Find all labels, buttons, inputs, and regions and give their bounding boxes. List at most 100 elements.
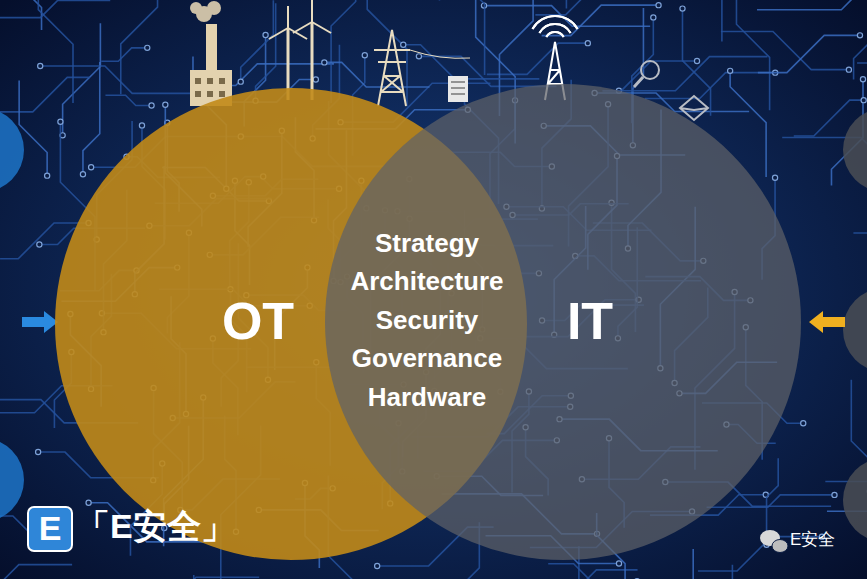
circuit-pad bbox=[149, 103, 154, 108]
circuit-pad bbox=[163, 102, 168, 107]
inbound-arrow bbox=[22, 311, 58, 333]
circuit-trace bbox=[121, 0, 158, 94]
circuit-pad bbox=[313, 77, 318, 82]
circuit-pad bbox=[616, 561, 621, 566]
circle-fill bbox=[325, 84, 801, 560]
circuit-pad bbox=[728, 68, 733, 73]
circuit-pad bbox=[37, 242, 42, 247]
turbine-blade bbox=[287, 6, 289, 28]
circuit-pad bbox=[362, 53, 367, 58]
circuit-pad bbox=[694, 58, 699, 63]
turbine-blade bbox=[312, 22, 331, 33]
circuit-pad bbox=[89, 165, 94, 170]
magnifier-icon bbox=[641, 61, 659, 79]
circuit-pad bbox=[375, 563, 380, 568]
watermark-text: E安全 bbox=[790, 531, 835, 550]
circuit-pad bbox=[80, 172, 85, 177]
circuit-trace bbox=[515, 570, 637, 579]
wechat-icon bbox=[772, 540, 788, 553]
circuit-trace bbox=[602, 61, 697, 91]
circuit-pad bbox=[45, 173, 50, 178]
overlap-region: StrategyArchitectureSecurityGovernanceHa… bbox=[342, 224, 511, 417]
circuit-trace bbox=[484, 6, 650, 27]
side-disc bbox=[843, 458, 867, 542]
circuit-trace bbox=[757, 0, 867, 10]
circuit-trace bbox=[147, 577, 259, 579]
circuit-pad bbox=[857, 33, 862, 38]
envelope-icon bbox=[680, 96, 708, 120]
inbound-arrow bbox=[809, 311, 845, 333]
circuit-trace bbox=[419, 56, 557, 86]
signal-wave bbox=[546, 32, 563, 37]
window-icon bbox=[207, 78, 213, 84]
circuit-pad bbox=[651, 15, 656, 20]
circuit-trace bbox=[857, 63, 867, 74]
magnifier-handle bbox=[634, 77, 643, 87]
circuit-trace bbox=[40, 66, 215, 93]
side-disc bbox=[843, 108, 867, 192]
pylon-icon bbox=[374, 30, 410, 106]
window-icon bbox=[195, 78, 201, 84]
turbine-blade bbox=[293, 22, 312, 33]
circuit-trace bbox=[717, 565, 732, 579]
side-disc bbox=[0, 438, 24, 522]
turbine-blade bbox=[311, 0, 313, 22]
window-icon bbox=[219, 78, 225, 84]
circuit-trace bbox=[0, 77, 90, 111]
circuit-trace bbox=[324, 62, 429, 87]
circuit-pad bbox=[38, 63, 43, 68]
circuit-trace bbox=[535, 0, 663, 15]
circle-label: IT bbox=[567, 293, 613, 350]
circuit-trace bbox=[548, 564, 637, 579]
circuit-trace bbox=[721, 31, 849, 69]
circuit-trace bbox=[736, 0, 769, 110]
circuit-pad bbox=[680, 6, 685, 11]
wire-icon bbox=[410, 50, 470, 58]
circuit-pad bbox=[656, 3, 661, 8]
circuit-trace bbox=[758, 35, 860, 72]
signal-wave bbox=[532, 16, 577, 29]
circuit-pad bbox=[416, 54, 421, 59]
circuit-pad bbox=[238, 79, 243, 84]
circuit-pad bbox=[322, 60, 327, 65]
circuit-trace bbox=[101, 48, 147, 61]
circuit-trace bbox=[0, 565, 72, 579]
smoke-icon bbox=[190, 2, 202, 14]
overlap-item: Strategy bbox=[342, 224, 511, 263]
window-icon bbox=[195, 91, 201, 97]
overlap-item: Governance bbox=[342, 339, 511, 378]
overlap-item: Hardware bbox=[342, 378, 511, 417]
circuit-trace bbox=[241, 0, 274, 82]
circuit-pad bbox=[263, 32, 268, 37]
document-line bbox=[451, 93, 465, 95]
circuit-trace bbox=[686, 0, 722, 41]
document-line bbox=[451, 81, 465, 83]
circuit-pad bbox=[58, 119, 63, 124]
circuit-trace bbox=[331, 0, 356, 103]
circuit-pad bbox=[846, 67, 851, 72]
circuit-pad bbox=[772, 175, 777, 180]
circuit-trace bbox=[854, 0, 867, 80]
circuit-trace bbox=[682, 9, 710, 116]
circuit-trace bbox=[853, 198, 867, 233]
document-icon bbox=[448, 76, 468, 102]
circuit-pad bbox=[36, 449, 41, 454]
logo-box bbox=[28, 507, 72, 551]
window-icon bbox=[219, 91, 225, 97]
overlap-item: Architecture bbox=[342, 262, 511, 301]
circuit-pad bbox=[861, 98, 866, 103]
turbine-icon bbox=[311, 22, 314, 100]
circuit-trace bbox=[470, 0, 485, 75]
circuit-trace bbox=[659, 549, 693, 579]
circuit-trace bbox=[487, 43, 588, 74]
document-line bbox=[451, 87, 465, 89]
circuit-pad bbox=[401, 42, 406, 47]
overlap-item: Security bbox=[342, 301, 511, 340]
turbine-blade bbox=[269, 28, 288, 39]
circuit-trace bbox=[83, 62, 100, 174]
window-icon bbox=[207, 91, 213, 97]
side-disc bbox=[843, 288, 867, 372]
circuit-pad bbox=[86, 500, 91, 505]
